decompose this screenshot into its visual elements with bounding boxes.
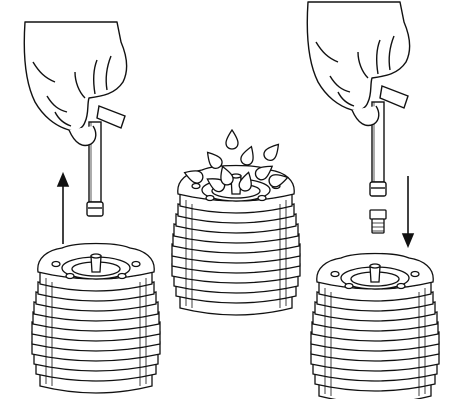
spark-plug (370, 210, 386, 233)
cylinder-head (32, 244, 160, 394)
hand-holding-tool (307, 2, 409, 125)
arrow-down-icon (403, 176, 413, 246)
spark-plug-wrench (87, 106, 125, 216)
cylinder-head (311, 254, 439, 399)
hand-holding-tool (24, 22, 126, 145)
panel-remove (24, 22, 160, 393)
panel-clean (172, 130, 300, 315)
spark-plug-wrench (370, 86, 408, 196)
panel-install (307, 2, 439, 399)
cylinder-head (172, 166, 300, 316)
arrow-up-icon (58, 174, 68, 244)
